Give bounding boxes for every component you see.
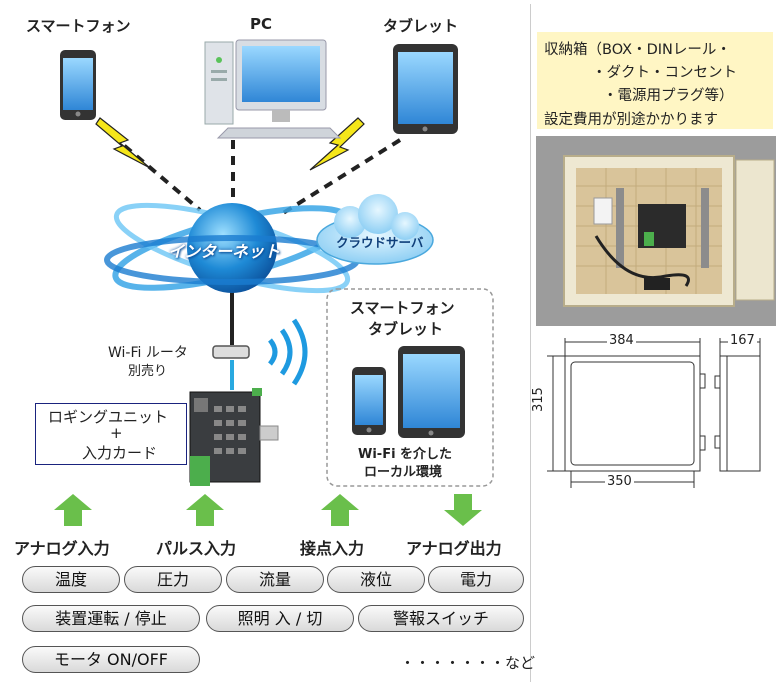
tag-equipment-run-stop: 装置運転 / 停止 — [22, 605, 200, 632]
lightning-bolt-icon — [95, 117, 151, 169]
logging-unit-label: ロギングユニット — [48, 408, 169, 426]
enclosure-photo-graphic — [536, 136, 776, 326]
up-arrow-icon — [54, 494, 92, 526]
analog-input-label: アナログ入力 — [14, 539, 110, 558]
tablet-icon — [393, 44, 458, 134]
tablet-label: タブレット — [383, 17, 459, 35]
note-line-2: ・ダクト・コンセント — [592, 65, 737, 81]
tag-level: 液位 — [327, 566, 425, 593]
enclosure-photo — [536, 136, 776, 326]
note-line-1: 収納箱（BOX・DINレール・ — [544, 42, 731, 58]
down-arrow-icon — [444, 494, 482, 526]
contact-input-label: 接点入力 — [300, 539, 365, 558]
tag-power: 電力 — [428, 566, 524, 593]
tag-temperature: 温度 — [22, 566, 120, 593]
up-arrow-icon — [321, 494, 359, 526]
logging-unit-box: ロギングユニット + 入力カード — [35, 403, 187, 465]
plus-label: + — [110, 424, 123, 442]
lightning-bolt-icon — [309, 117, 365, 171]
smartphone-icon — [60, 50, 96, 120]
local-tablet-icon — [398, 346, 465, 438]
cloud-server-label: クラウドサーバ — [336, 235, 424, 250]
note-line-3: ・電源用プラグ等） — [603, 88, 734, 104]
tag-lighting-on-off: 照明 入 / 切 — [206, 605, 354, 632]
tag-pressure: 圧力 — [124, 566, 222, 593]
pc-icon — [204, 39, 342, 139]
smartphone-label: スマートフォン — [26, 17, 131, 35]
tag-motor-on-off: モータ ON/OFF — [22, 646, 200, 673]
dimension-width-bottom: 350 — [605, 474, 634, 489]
etc-label: ・・・・・・・など — [400, 654, 536, 672]
tag-flow: 流量 — [226, 566, 324, 593]
network-diagram-graphics — [54, 39, 494, 526]
cloud-icon — [316, 194, 434, 265]
tag-alarm-switch: 警報スイッチ — [358, 605, 524, 632]
pc-label: PC — [250, 15, 273, 33]
panel-divider — [530, 4, 531, 682]
local-title-tablet: タブレット — [368, 320, 444, 338]
dimension-depth: 167 — [728, 333, 757, 348]
input-card-label: 入力カード — [82, 444, 158, 462]
dimension-height: 315 — [531, 387, 546, 412]
local-smartphone-icon — [352, 367, 386, 435]
arrows — [54, 494, 482, 526]
dimension-width-top: 384 — [607, 333, 636, 348]
wifi-signal-icon — [267, 318, 308, 386]
dimension-drawing — [547, 338, 761, 488]
local-caption-env: ローカル環境 — [364, 465, 443, 480]
internet-label: インターネット — [168, 242, 281, 261]
enclosure-note — [537, 32, 773, 129]
up-arrow-icon — [186, 494, 224, 526]
router-label: Wi-Fi ルータ — [108, 345, 188, 361]
logging-unit-icon — [189, 388, 279, 486]
local-title-smartphone: スマートフォン — [350, 299, 455, 317]
router-sold-separately: 別売り — [128, 364, 168, 379]
analog-output-label: アナログ出力 — [406, 539, 502, 558]
local-caption-wifi: Wi-Fi を介した — [358, 447, 453, 462]
local-environment-box — [326, 288, 494, 487]
router-icon — [212, 345, 250, 359]
note-line-4: 設定費用が別途かかります — [544, 112, 718, 128]
pulse-input-label: パルス入力 — [156, 539, 237, 558]
